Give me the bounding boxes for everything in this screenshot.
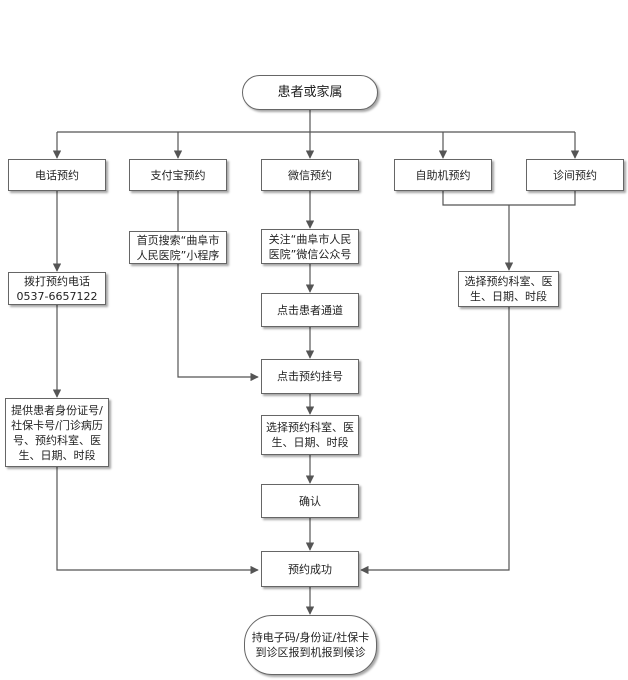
node-alipay-search-label: 首页搜索“曲阜市 人民医院”小程序 — [136, 233, 220, 262]
node-clinic-label: 诊间预约 — [553, 168, 597, 182]
node-phone: 电话预约 — [8, 159, 106, 191]
node-confirm: 确认 — [261, 484, 359, 518]
edge-info-success — [56, 467, 259, 575]
node-patient-channel-label: 点击患者通道 — [277, 303, 343, 317]
edge-search-book — [177, 264, 259, 382]
node-start-label: 患者或家属 — [277, 84, 343, 100]
node-alipay-search: 首页搜索“曲阜市 人民医院”小程序 — [129, 231, 227, 264]
node-phone-label: 电话预约 — [35, 168, 79, 182]
node-wechat-label: 微信预约 — [288, 168, 332, 182]
node-patient-channel: 点击患者通道 — [261, 293, 359, 327]
node-wechat-follow: 关注“曲阜市人民 医院”微信公众号 — [261, 229, 359, 264]
node-start: 患者或家属 — [242, 75, 378, 110]
node-alipay-label: 支付宝预约 — [150, 168, 206, 182]
edge-select-success — [360, 307, 510, 575]
node-phone-info: 提供患者身份证号/ 社保卡号/门诊病历 号、预约科室、医 生、日期、时段 — [5, 398, 109, 467]
node-clinic: 诊间预约 — [526, 159, 624, 191]
edge-kiosk-merge — [442, 191, 576, 206]
node-select-center-label: 选择预约科室、医 生、日期、时段 — [266, 421, 354, 449]
node-alipay: 支付宝预约 — [129, 159, 227, 191]
node-success: 预约成功 — [261, 551, 359, 587]
node-kiosk-label: 自助机预约 — [415, 168, 471, 182]
node-kiosk: 自助机预约 — [394, 159, 492, 191]
node-wechat-follow-label: 关注“曲阜市人民 医院”微信公众号 — [268, 232, 352, 261]
node-end-label: 持电子码/身份证/社保卡 到诊区报到机报到候诊 — [251, 631, 370, 659]
node-click-book: 点击预约挂号 — [261, 359, 359, 394]
node-success-label: 预约成功 — [288, 562, 332, 576]
node-phone-info-label: 提供患者身份证号/ 社保卡号/门诊病历 号、预约科室、医 生、日期、时段 — [11, 403, 103, 462]
node-select-right-label: 选择预约科室、医 生、日期、时段 — [464, 275, 553, 303]
node-select-center: 选择预约科室、医 生、日期、时段 — [261, 415, 359, 455]
node-wechat: 微信预约 — [261, 159, 359, 191]
node-dial-label: 拨打预约电话 0537-6657122 — [16, 274, 98, 303]
node-confirm-label: 确认 — [299, 494, 321, 508]
node-dial: 拨打预约电话 0537-6657122 — [8, 272, 106, 305]
node-click-book-label: 点击预约挂号 — [277, 370, 343, 383]
node-end: 持电子码/身份证/社保卡 到诊区报到机报到候诊 — [244, 615, 377, 675]
node-select-right: 选择预约科室、医 生、日期、时段 — [458, 271, 559, 307]
